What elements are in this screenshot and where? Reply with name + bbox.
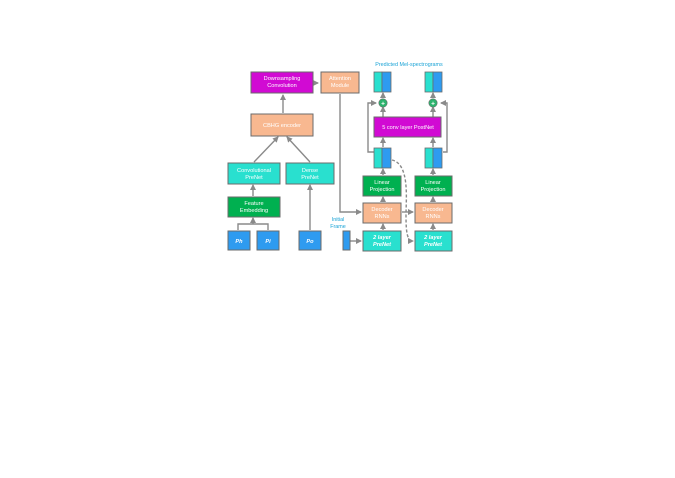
postnet-label: 5 conv layer PostNet [382,125,434,131]
arrow-dense-to-cbhg [286,136,311,163]
linear1-label-line2: Projection [370,187,395,193]
downsampling-convolution-box: Downsampling Convolution [250,71,314,94]
cbhg-label: CBHG encoder [263,123,301,129]
attention-label-line2: Module [331,83,349,89]
cbhg-encoder-box: CBHG encoder [250,113,314,137]
conv-prenet-label-line1: Convolutional [237,168,271,174]
po-label: Po [306,239,314,245]
decoder2-label-line1: Decoder [422,207,443,213]
spectrogram-frame-1 [373,147,392,169]
ph-input-box: Ph [227,230,251,251]
decoder2-label-line2: RNNs [426,214,441,220]
plus-icon: + [381,100,385,107]
predicted-spectrogram-2 [424,71,443,93]
connectors [237,80,448,244]
predicted-spectrogram-1 [373,71,392,93]
two-layer-prenet-1-box: 2 layer PreNet [362,230,402,252]
prenet2-label-line2: PreNet [424,242,443,248]
initial-frame-block [342,230,351,251]
linear2-label-line2: Projection [421,187,446,193]
decoder1-label-line1: Decoder [371,207,392,213]
decoder1-label-line2: RNNs [375,214,390,220]
dense-prenet-label-line2: PreNet [301,175,319,181]
residual-bypass-1 [367,100,377,153]
dense-prenet-label-line1: Dense [302,168,318,174]
residual-add-1: + [378,98,388,108]
prenet1-label-line1: 2 layer [372,235,392,241]
initial-frame-caption-line2: Frame [330,224,346,230]
two-layer-prenet-2-box: 2 layer PreNet [414,230,453,252]
linear1-label-line1: Linear [374,180,390,186]
predicted-mel-spectrograms-caption: Predicted Mel-spectrograms [375,62,443,68]
spectrogram-frame-2 [424,147,443,169]
ph-label: Ph [235,239,243,245]
feature-embedding-label-line2: Embedding [240,208,268,214]
dashed-feedback-arrow [391,159,414,244]
pi-input-box: Pi [256,230,280,251]
linear-projection-2-box: Linear Projection [414,175,453,197]
arrow-conv-to-cbhg [253,136,279,163]
pi-label: Pi [265,239,271,245]
postnet-box: 5 conv layer PostNet [373,116,442,138]
downsampling-label-line1: Downsampling [264,76,301,82]
feature-embedding-label-line1: Feature [244,201,263,207]
conv-prenet-label-line2: PreNet [245,175,263,181]
linear2-label-line1: Linear [425,180,441,186]
residual-add-2: + [428,98,438,108]
prenet1-label-line2: PreNet [373,242,392,248]
residual-bypass-2 [440,100,448,153]
feature-embedding-box: Feature Embedding [227,196,281,218]
attention-module-box: Attention Module [320,71,360,94]
arrow-attention-to-decoder [339,94,362,215]
plus-icon: + [431,100,435,107]
decoder-rnns-2-box: Decoder RNNs [414,202,453,224]
decoder-rnns-1-box: Decoder RNNs [362,202,402,224]
downsampling-label-line2: Convolution [267,83,297,89]
initial-frame-caption-line1: Initial [332,217,345,223]
prenet2-label-line1: 2 layer [423,235,443,241]
phpi-merge-line [237,223,269,230]
conv-prenet-box: Convolutional PreNet [227,162,281,185]
linear-projection-1-box: Linear Projection [362,175,402,197]
po-input-box: Po [298,230,322,251]
attention-label-line1: Attention [329,76,351,82]
dense-prenet-box: Dense PreNet [285,162,335,185]
